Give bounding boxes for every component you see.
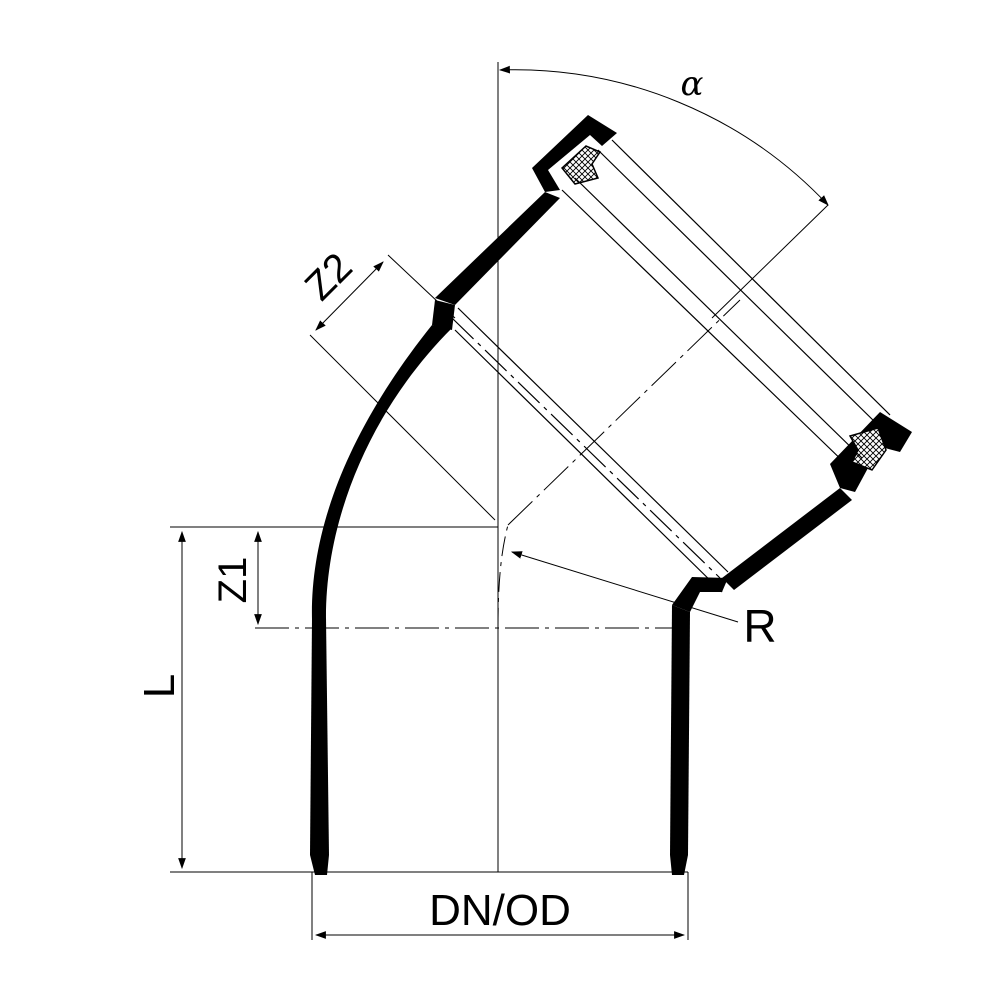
r-dimension: [510, 551, 739, 623]
outer-curve-wall: [311, 325, 452, 620]
dnod-label: DN/OD: [429, 886, 571, 935]
center-lines: [255, 62, 741, 872]
left-wall: [310, 618, 329, 875]
l-label: L: [135, 674, 184, 698]
r-label: R: [743, 600, 776, 652]
inner-socket-wall: [722, 488, 852, 590]
outer-step: [432, 300, 455, 330]
inner-step: [672, 577, 728, 612]
bore-lines: [451, 139, 891, 593]
seals: [560, 145, 887, 471]
z2-dimension: [315, 261, 384, 331]
angled-center-line: [507, 299, 741, 526]
alpha-label: α: [681, 64, 704, 104]
right-wall: [670, 605, 690, 875]
z2-label: Z2: [297, 245, 361, 309]
dimension-lines: [170, 65, 829, 940]
pipe-wall: [310, 115, 912, 875]
z1-label: Z1: [211, 557, 255, 604]
center-arc: [497, 524, 509, 629]
seal-lower: [848, 427, 887, 471]
alpha-dimension: [498, 65, 829, 206]
